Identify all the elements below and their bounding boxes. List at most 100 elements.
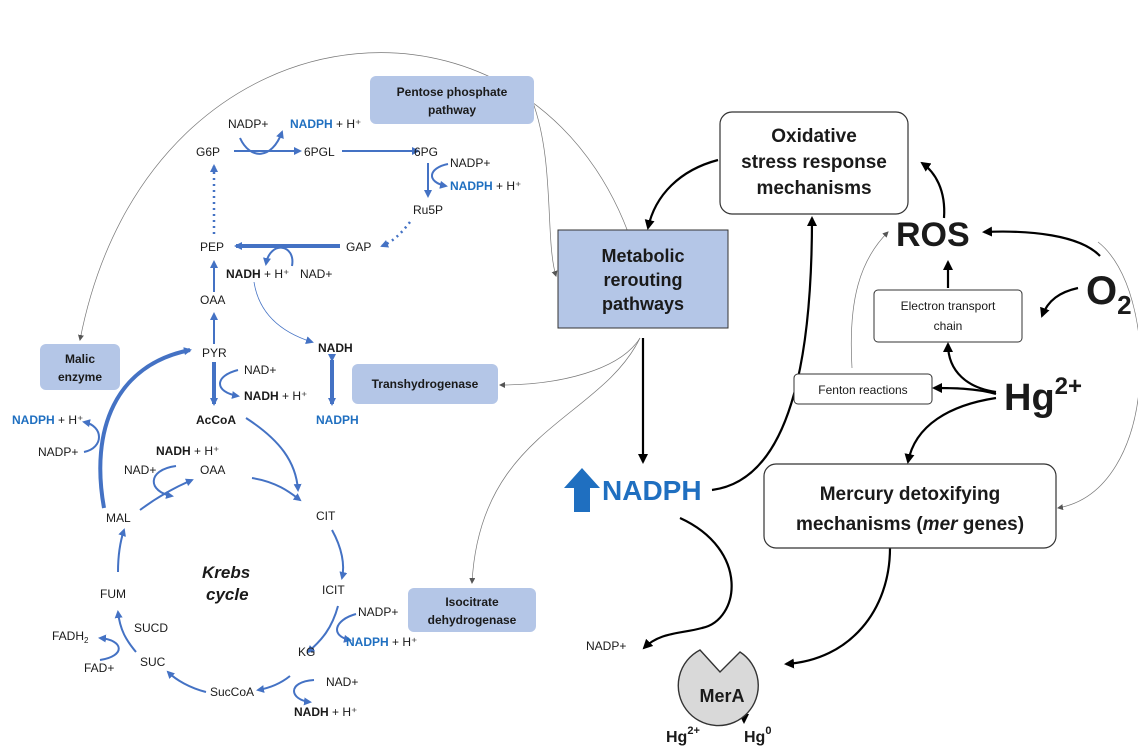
ros-label: ROS bbox=[896, 216, 970, 254]
enzyme-sucd: SUCD bbox=[134, 621, 168, 635]
cofactor-fad: FAD+ bbox=[84, 661, 114, 675]
malic-enzyme-box: Malic enzyme bbox=[40, 344, 120, 390]
metabolite-oaa-top: OAA bbox=[200, 293, 225, 307]
arrow-hg-to-mercury bbox=[904, 396, 997, 464]
flow-cit-icit bbox=[331, 529, 348, 580]
mercury-label-2: mechanisms (mer genes) bbox=[796, 514, 1024, 535]
flow-fum-mal bbox=[117, 528, 126, 573]
mera-enzyme-shape bbox=[677, 649, 759, 727]
pentose-phosphate-box: Pentose phosphate pathway bbox=[370, 76, 534, 124]
cofactor-nad-mal: NAD+ bbox=[124, 463, 156, 477]
connector-fenton-to-ros bbox=[850, 231, 889, 369]
cofactor-curve-malic bbox=[82, 419, 100, 453]
cofactor-nadh-trans: NADH bbox=[318, 341, 353, 355]
cofactor-nadp-malic: NADP+ bbox=[38, 445, 78, 459]
cofactor-curve-mal-oaa bbox=[152, 465, 177, 499]
oxidative-label-2: stress response bbox=[741, 152, 887, 173]
metabolic-label-1: Metabolic bbox=[601, 246, 684, 266]
arrow-o2-to-ros bbox=[982, 226, 1101, 257]
cofactor-nadh-gap: NADH + H⁺ bbox=[226, 267, 289, 281]
arrow-mercury-to-mera bbox=[784, 547, 892, 669]
cofactor-nadph-ppp2: NADPH + H⁺ bbox=[450, 179, 521, 193]
metabolite-pep: PEP bbox=[200, 240, 224, 254]
cofactor-curve-gap-pep bbox=[263, 246, 294, 267]
etc-label-2: chain bbox=[934, 319, 963, 333]
metabolite-cit: CIT bbox=[316, 509, 336, 523]
malic-label-1: Malic bbox=[65, 352, 95, 366]
flow-accoa-cit bbox=[245, 417, 302, 492]
cofactor-nad-pyr: NAD+ bbox=[244, 363, 276, 377]
metabolite-icit: ICIT bbox=[322, 583, 345, 597]
metabolite-pyr: PYR bbox=[202, 346, 227, 360]
metabolite-mal: MAL bbox=[106, 511, 131, 525]
nadph-up-arrow-icon bbox=[564, 468, 600, 512]
fenton-label: Fenton reactions bbox=[818, 383, 907, 397]
cofactor-nadh-kg: NADH + H⁺ bbox=[294, 705, 357, 719]
arrow-ros-to-oxidative bbox=[920, 161, 946, 219]
cofactor-curve-pyr-accoa bbox=[219, 369, 240, 399]
pentose-phosphate-label-2: pathway bbox=[428, 103, 476, 117]
malic-label-2: enzyme bbox=[58, 370, 102, 384]
metabolic-label-3: pathways bbox=[602, 294, 684, 314]
flow-thin-nadh bbox=[253, 281, 314, 344]
isocitrate-label-1: Isocitrate bbox=[445, 595, 499, 609]
arrow-hg-to-etc bbox=[943, 342, 997, 394]
metabolite-gap: GAP bbox=[346, 240, 371, 254]
flow-kg-succoa bbox=[256, 675, 291, 693]
arrow-o2-to-etc bbox=[1040, 286, 1079, 318]
cofactor-nadh-pyr: NADH + H⁺ bbox=[244, 389, 307, 403]
isocitrate-box: Isocitrate dehydrogenase bbox=[408, 588, 536, 632]
etc-label-1: Electron transport bbox=[901, 299, 996, 313]
cofactor-nad-kg: NAD+ bbox=[326, 675, 358, 689]
metabolite-kg: KG bbox=[298, 645, 315, 659]
krebs-label-1: Krebs bbox=[202, 563, 250, 582]
nadph-big-label: NADPH bbox=[602, 475, 702, 506]
metabolic-rerouting-box: Metabolic rerouting pathways bbox=[557, 229, 729, 329]
mercury-label-1: Mercury detoxifying bbox=[820, 484, 1001, 505]
connector-metabolic-to-malic bbox=[78, 52, 641, 341]
cofactor-curve-ppp2 bbox=[431, 163, 449, 189]
mera-label: MerA bbox=[699, 686, 744, 706]
cofactor-nadp-ppp1: NADP+ bbox=[228, 117, 268, 131]
cofactor-curve-sucd bbox=[98, 634, 120, 661]
cofactor-nadph-malic: NADPH + H⁺ bbox=[12, 413, 83, 427]
metabolite-6pg: 6PG bbox=[414, 145, 438, 159]
metabolite-oaa-cycle: OAA bbox=[200, 463, 225, 477]
metabolic-label-2: rerouting bbox=[604, 270, 683, 290]
metabolite-suc: SUC bbox=[140, 655, 166, 669]
connector-metabolic-to-isocitrate bbox=[469, 337, 641, 584]
connector-metabolic-to-transhydrogenase bbox=[499, 337, 641, 388]
cofactor-fadh2: FADH2 bbox=[52, 629, 89, 645]
metabolite-6pgl: 6PGL bbox=[304, 145, 335, 159]
cofactor-curve-icit-kg bbox=[336, 613, 357, 643]
fenton-box: Fenton reactions bbox=[793, 373, 933, 405]
connector-ppp-metabolic bbox=[527, 94, 558, 277]
oxidative-label-3: mechanisms bbox=[756, 178, 871, 199]
metabolite-fum: FUM bbox=[100, 587, 126, 601]
arrow-oxidative-to-metabolic bbox=[644, 158, 719, 230]
mercury-detox-box: Mercury detoxifying mechanisms (mer gene… bbox=[763, 463, 1057, 549]
hg2-bottom-label: Hg2+ bbox=[666, 725, 700, 746]
cofactor-nad-gap: NAD+ bbox=[300, 267, 332, 281]
metabolite-succoa: SucCoA bbox=[210, 685, 254, 699]
flow-oaa-cit bbox=[251, 477, 302, 502]
hg2-label: Hg2+ bbox=[1004, 373, 1082, 419]
transhydrogenase-label: Transhydrogenase bbox=[372, 377, 479, 391]
krebs-label-2: cycle bbox=[206, 585, 249, 604]
electron-transport-box: Electron transport chain bbox=[873, 289, 1023, 343]
o2-label: O2 bbox=[1086, 269, 1132, 320]
metabolite-ru5p: Ru5P bbox=[413, 203, 443, 217]
flow-ru5p-gap bbox=[380, 221, 411, 248]
transhydrogenase-box: Transhydrogenase bbox=[352, 364, 498, 404]
cofactor-nadh-mal: NADH + H⁺ bbox=[156, 444, 219, 458]
arrow-hg-to-fenton bbox=[932, 383, 997, 396]
metabolite-g6p: G6P bbox=[196, 145, 220, 159]
cofactor-curve-ppp1 bbox=[239, 130, 284, 155]
arrow-nadph-to-mera bbox=[642, 516, 733, 650]
cofactor-nadph-ppp1: NADPH + H⁺ bbox=[290, 117, 361, 131]
pentose-phosphate-label-1: Pentose phosphate bbox=[397, 85, 508, 99]
cofactor-nadp-ppp2: NADP+ bbox=[450, 156, 490, 170]
cofactor-curve-kg-succoa bbox=[293, 679, 315, 706]
hg0-bottom-label: Hg0 bbox=[744, 725, 771, 746]
